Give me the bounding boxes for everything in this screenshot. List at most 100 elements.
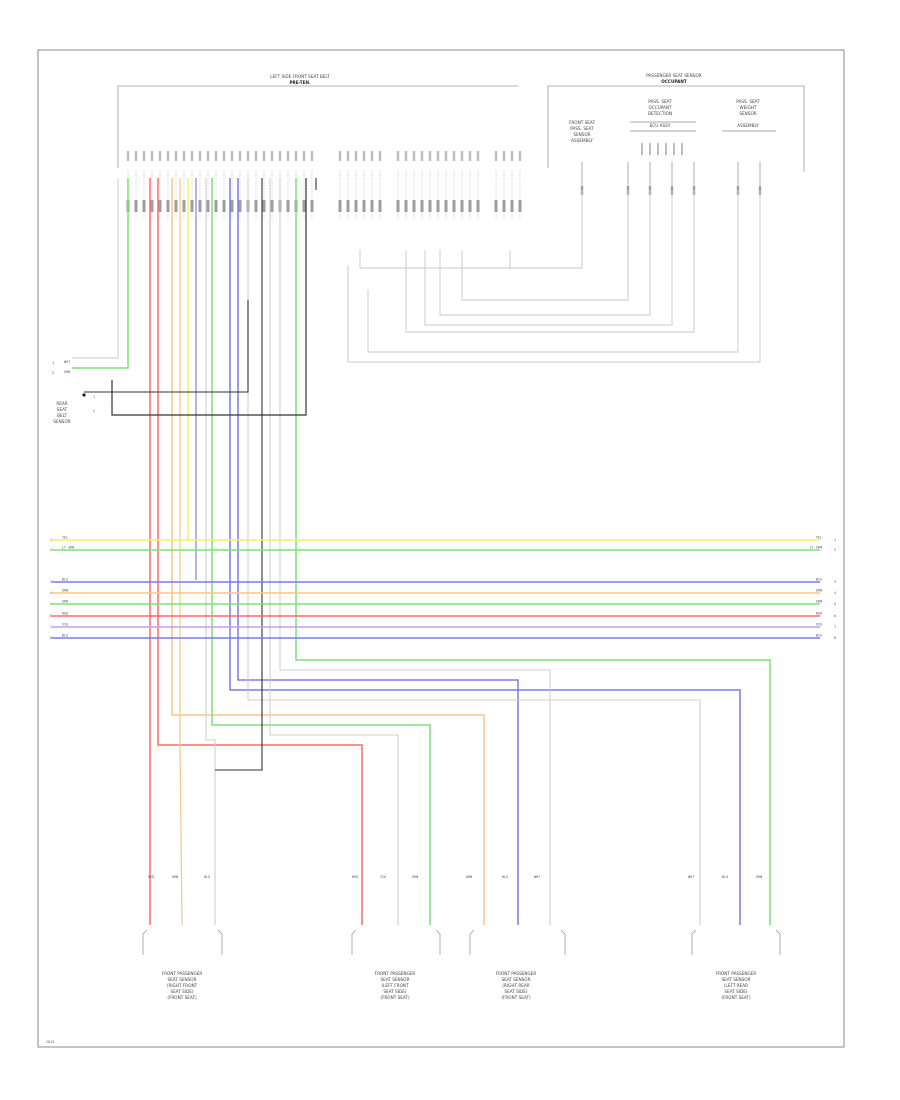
connector-pin [649,143,651,155]
svg-text:6: 6 [50,614,52,618]
connector-pin [230,151,234,220]
svg-text:3: 3 [50,580,52,584]
svg-text:5: 5 [834,602,836,606]
svg-text:ASSEMBLY: ASSEMBLY [737,123,759,128]
connector-pin [354,151,358,220]
svg-text:8: 8 [50,636,52,640]
connector-pin [460,151,464,220]
connector-pin [412,151,416,220]
connector-pin [444,151,448,220]
connector-pin [396,151,400,220]
wire-label: BLU [502,875,508,879]
connector-pin [494,151,498,220]
bus-wire-label-left: ORN [62,589,68,593]
sensor-label-line: SEAT SIDE) [170,989,193,994]
sensor-label-line: (FRONT SEAT) [167,995,197,1000]
svg-text:2: 2 [93,409,95,413]
bus-wire: VIO VIO 7 7 [50,623,836,630]
connector-pin [338,151,342,220]
connector-pin [673,143,675,155]
sensor-label-line: FRONT PASSENGER [496,971,537,976]
connector-pin [452,151,456,220]
connector-pin [370,151,374,220]
svg-text:7: 7 [834,625,836,629]
module-title: PASSENGER SEAT SENSOR [646,73,701,78]
svg-text:PASS. SEAT: PASS. SEAT [648,99,672,104]
svg-text:WEIGHT: WEIGHT [740,105,757,110]
top-right-module: PASSENGER SEAT SENSOR OCCUPANT FRONT SEA… [547,73,805,172]
wire-label: WHT [534,875,540,879]
bus-wire-label-right: GRN [816,600,822,604]
bus-wire-label-left: VIO [62,623,68,627]
sensor-label-line: (RIGHT REAR [502,983,529,988]
connector-pin [174,151,178,220]
wire-label: GRN [412,875,418,879]
connector-pin [502,151,506,220]
svg-text:BELT: BELT [57,413,67,418]
svg-text:3: 3 [834,580,836,584]
connector-pin [510,151,514,220]
connector-pin [310,151,314,220]
sensor-label-line: SEAT SENSOR [167,977,196,982]
connector-pin [436,151,440,220]
svg-text:PASS. SEAT: PASS. SEAT [736,99,760,104]
bus-wire-label-right: ORN [816,589,822,593]
connector-pin [222,151,226,220]
connector-pin [468,151,472,220]
component-label: PASS. SEAT OCCUPANT DETECTION ECU ASSY [630,99,696,132]
connector-pin [346,151,350,220]
svg-text:FRONT SEAT: FRONT SEAT [569,120,595,125]
diagram-frame [37,49,845,1048]
left-connector: WHT GRN REAR SEAT BELT SENSOR 1 2 1 2 [52,360,95,424]
svg-text:OCCUPANT: OCCUPANT [648,105,671,110]
bus-wire-label-left: BLU [62,634,68,638]
connector-pin [238,151,242,220]
bus-wire-label-right: BLU [816,578,822,582]
wire-label: RED [148,875,154,879]
module-subtitle: OCCUPANT [661,79,687,84]
grey-return-wires [347,190,761,363]
svg-text:1: 1 [52,361,54,365]
component-label: FRONT SEAT PASS. SEAT SENSOR ASSEMBLY [569,120,595,143]
svg-text:ASSEMBLY: ASSEMBLY [571,138,593,143]
bus-wire-label-right: RED [816,612,822,616]
connector-pin [302,151,306,220]
wire-label: BLU [722,875,728,879]
bus-wire-label-right: YEL [816,536,822,540]
connector-pin [641,143,643,155]
svg-text:SENSOR: SENSOR [739,111,756,116]
sensor-label-line: SEAT SENSOR [721,977,750,982]
wire-label: WHT [688,875,694,879]
connector-pin [270,151,274,220]
connector-pin [657,143,659,155]
connector-pin [214,151,218,220]
sensor-label-line: (FRONT SEAT) [380,995,410,1000]
sensor-label-line: SEAT SIDE) [504,989,527,994]
svg-text:REAR: REAR [56,401,67,406]
connector-pin [476,151,480,220]
sensor-label-line: SEAT SIDE) [724,989,747,994]
connector-pin [404,151,408,220]
svg-text:4: 4 [834,591,836,595]
wire-label: VIO [380,875,386,879]
connector-pin [286,151,290,220]
svg-text:7: 7 [50,625,52,629]
sensor-label-line: (LEFT REAR [724,983,748,988]
footer-code: 2013 [46,1040,54,1044]
connector-pins [126,143,762,220]
connector-pin [166,151,170,220]
svg-text:1: 1 [834,538,836,542]
sensor-label-line: (LEFT FRONT [381,983,409,988]
bus-wire-label-right: VIO [816,623,822,627]
svg-text:SENSOR: SENSOR [53,419,70,424]
wire-label: BLU [204,875,210,879]
svg-text:2: 2 [52,371,54,375]
